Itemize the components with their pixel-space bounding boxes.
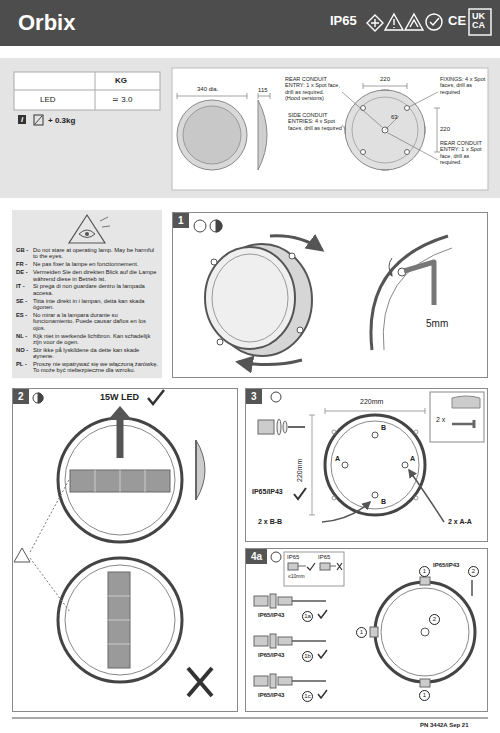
label-text: A [335, 455, 340, 463]
label-text: IP65 [318, 554, 330, 561]
warning-text: Si prega di non guardare dentro la lampa… [33, 283, 159, 296]
label-text: FIXINGS: 4 x Spot faces, drill as requir… [440, 76, 486, 95]
label-text: + 0.3kg [48, 116, 75, 125]
title-text: Orbix [18, 10, 75, 35]
label-text: ≃ 3.0 [112, 95, 132, 104]
label-text: IP65/IP43 [433, 562, 459, 569]
language-code: IT - [16, 283, 25, 289]
label-text: SIDE CONDUIT ENTRIES: 4 x Spot faces, dr… [288, 112, 342, 131]
label-text: 15W LED [100, 392, 139, 402]
callout-number: 1 [356, 627, 367, 638]
label-text: IP65/IP43 [258, 612, 284, 619]
label-text: 220 [440, 126, 450, 133]
label-text: B [381, 498, 386, 506]
label-text: 115 [258, 87, 268, 94]
warning-text: Stir ikke på lyskildene da dette kan ska… [33, 347, 159, 360]
label-text: KG [115, 76, 127, 85]
label-text: IP65/IP43 [258, 652, 284, 659]
language-code: ES - [16, 312, 27, 318]
warning-text: Vermeiden Sie den direkten Blick auf die… [33, 269, 159, 282]
step-panel: 1 [172, 212, 488, 378]
callout-number: 1b [302, 651, 313, 662]
callout-number: 1 [419, 690, 430, 701]
step-number: 1 [173, 213, 189, 228]
label-text: IP65/IP43 [252, 488, 283, 496]
label-text: IP65/IP43 [258, 692, 284, 699]
warning-text: No mirar a la lampara durante su funcion… [33, 312, 159, 331]
warning-text: Titta inte direkt in i lampan, detta kan… [33, 298, 159, 311]
step-panel: 2 [12, 388, 238, 712]
label-text: 2 x [436, 416, 445, 424]
warning-text: Ne pas fixer la lampe en fonctionnement. [33, 261, 159, 267]
language-code: DE - [16, 269, 28, 275]
label-text: 220mm [296, 459, 304, 482]
label-text: i [18, 115, 26, 124]
label-text: 220mm [360, 398, 383, 406]
label-text: IP65 [330, 14, 357, 29]
label-text: 2 x B-B [258, 518, 282, 526]
language-code: FR - [16, 261, 27, 267]
step-number: 3 [246, 389, 262, 404]
callout-number: 1c [302, 691, 313, 702]
step-number: 4a [246, 549, 267, 564]
language-code: NL - [16, 333, 27, 339]
label-text: IP65 [287, 554, 299, 561]
label-text: CE [448, 14, 466, 29]
step-number: 2 [13, 389, 29, 404]
label-text: 220 [380, 76, 390, 83]
label-text: 63 [391, 114, 398, 121]
label-text: LED [40, 95, 56, 104]
label-text: ≤10mm [288, 574, 305, 580]
label-text: PN 3442A Sep 21 [420, 722, 468, 729]
callout-number: 2 [468, 566, 479, 577]
warning-text: Proszę nie wpatrywać się we włączoną żar… [33, 361, 159, 374]
callout-number: 1a [302, 611, 313, 622]
label-text: A [410, 455, 415, 463]
label-text: UK CA [472, 12, 488, 30]
label-text: 2 x A-A [448, 518, 472, 526]
label-text: 340 dia. [197, 86, 218, 93]
warning-text: Kijk niet in werkende lichtbron. Kan sch… [33, 333, 159, 346]
label-text: B [381, 424, 386, 432]
callout-number: 1 [419, 566, 430, 577]
language-code: PL - [16, 361, 27, 367]
language-code: SE - [16, 298, 27, 304]
warning-text: Do not stare at operating lamp. May be h… [33, 247, 159, 260]
label-text: REAR CONDUIT ENTRY: 1 x Spot face, drill… [440, 140, 486, 165]
language-code: GB - [16, 247, 28, 253]
label-text: REAR CONDUIT ENTRY: 1 x Spot face, drill… [285, 76, 340, 101]
label-text: 5mm [426, 318, 448, 330]
language-code: NO - [16, 347, 28, 353]
callout-number: 2 [429, 614, 440, 625]
